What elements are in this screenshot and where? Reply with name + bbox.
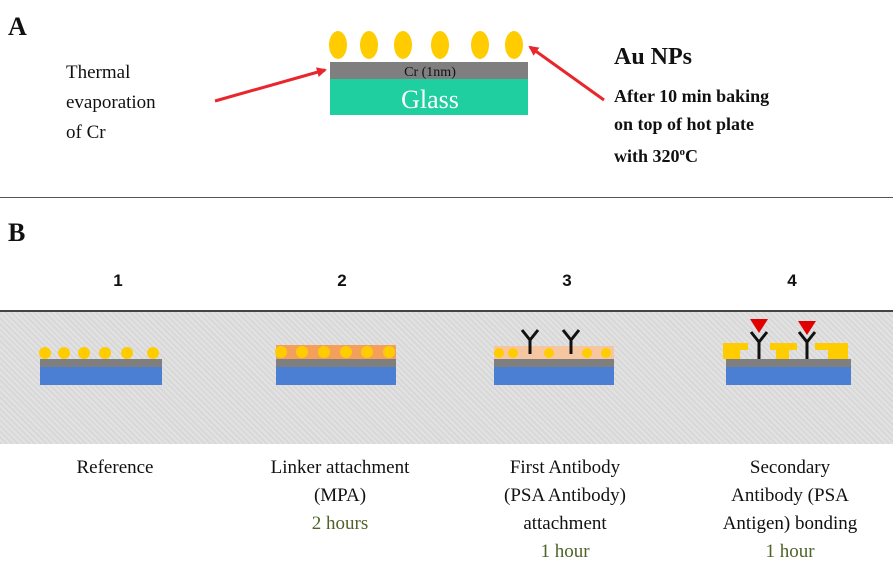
chromium-layer <box>40 359 162 367</box>
chromium-label: Cr (1nm) <box>404 65 456 80</box>
panel-a-diagram: Glass Cr (1nm) <box>214 31 605 115</box>
thermal-line-3: of Cr <box>66 122 106 143</box>
chromium-layer <box>330 62 528 79</box>
au-nps-line-1: After 10 min baking <box>614 86 770 106</box>
nanoparticle <box>494 348 504 358</box>
step-number-2: 2 <box>337 271 347 290</box>
nanoparticle <box>505 31 523 59</box>
nanoparticle <box>275 346 287 358</box>
substrate-layer <box>494 367 614 385</box>
step-3-caption: First Antibody (PSA Antibody) attachment… <box>470 454 660 566</box>
step-time: 1 hour <box>765 541 815 562</box>
antigen-complex <box>770 343 797 359</box>
nanoparticle <box>340 346 352 358</box>
antigen-complex <box>815 343 848 359</box>
nanoparticle <box>431 31 449 59</box>
step-1-diagram <box>39 347 162 385</box>
panel-divider <box>0 197 893 198</box>
step-number-4: 4 <box>787 271 797 290</box>
substrate-layer <box>276 367 396 385</box>
caption-line: Antigen) bonding <box>722 513 858 534</box>
nanoparticle <box>147 347 159 359</box>
nanoparticle <box>383 346 395 358</box>
nanoparticle <box>508 348 518 358</box>
glass-layer <box>330 79 528 115</box>
caption-line: Reference <box>76 457 154 478</box>
nanoparticle <box>394 31 412 59</box>
caption-line: First Antibody <box>509 457 621 478</box>
antigen-complex <box>723 343 748 359</box>
arrow-icon <box>214 67 327 103</box>
au-nps-title: Au NPs <box>614 44 693 70</box>
nanoparticle <box>58 347 70 359</box>
au-nps-line-3: with 320oC <box>614 138 769 170</box>
nanoparticle <box>318 346 330 358</box>
caption-line: Antibody (PSA <box>731 485 849 506</box>
temperature-unit: C <box>685 146 699 166</box>
nanoparticle <box>582 348 592 358</box>
caption-line: (MPA) <box>313 485 367 506</box>
antigen-triangle-icon <box>750 319 768 333</box>
nanoparticle <box>471 31 489 59</box>
arrow-icon <box>528 45 605 102</box>
step-2-caption: Linker attachment (MPA) 2 hours <box>245 454 435 538</box>
thermal-evaporation-label: Thermal evaporation of Cr <box>66 58 156 148</box>
process-diagrams <box>39 319 851 385</box>
nanoparticle <box>329 31 347 59</box>
linker-layer <box>276 345 396 359</box>
substrate-layer <box>40 367 162 385</box>
step-number-1: 1 <box>113 271 123 290</box>
nanoparticle <box>121 347 133 359</box>
caption-line: attachment <box>523 513 607 534</box>
panel-a-letter: A <box>8 12 27 41</box>
step-1-caption: Reference <box>20 454 210 482</box>
step-4-caption: Secondary Antibody (PSA Antigen) bonding… <box>695 454 885 566</box>
step-4-diagram <box>723 319 851 385</box>
nanoparticle <box>361 346 373 358</box>
panel-b-letter: B <box>8 218 26 247</box>
nanoparticle <box>360 31 378 59</box>
chromium-layer <box>726 359 851 367</box>
nanoparticle <box>78 347 90 359</box>
nanoparticle <box>39 347 51 359</box>
antigen-triangle-icon <box>798 321 816 335</box>
step-2-diagram <box>275 345 396 385</box>
nanoparticle <box>601 348 611 358</box>
au-nps-line-2: on top of hot plate <box>614 114 755 134</box>
antibody-y-icon <box>561 329 581 354</box>
nanoparticle <box>296 346 308 358</box>
glass-label: Glass <box>401 85 459 114</box>
chromium-layer <box>494 359 614 367</box>
degree-super: o <box>679 146 686 158</box>
step-time: 1 hour <box>540 541 590 562</box>
step-number-3: 3 <box>562 271 572 290</box>
nanoparticle <box>99 347 111 359</box>
thermal-line-2: evaporation <box>66 92 156 113</box>
caption-line: (PSA Antibody) <box>504 485 626 506</box>
temperature-text: with 320 <box>614 146 680 166</box>
step-time: 2 hours <box>311 513 369 534</box>
antibody-y-icon <box>520 329 540 354</box>
nanoparticle <box>544 348 554 358</box>
thermal-line-1: Thermal <box>66 62 131 83</box>
substrate-layer <box>726 367 851 385</box>
caption-line: Secondary <box>749 457 831 478</box>
chromium-layer <box>276 359 396 367</box>
au-nps-description: After 10 min baking on top of hot plate … <box>614 82 769 170</box>
antibody-y-icon <box>749 331 769 359</box>
antibody-y-icon <box>797 331 817 359</box>
step-3-diagram <box>494 329 614 385</box>
caption-line: Linker attachment <box>270 457 410 478</box>
gold-nanoparticles <box>329 31 523 59</box>
